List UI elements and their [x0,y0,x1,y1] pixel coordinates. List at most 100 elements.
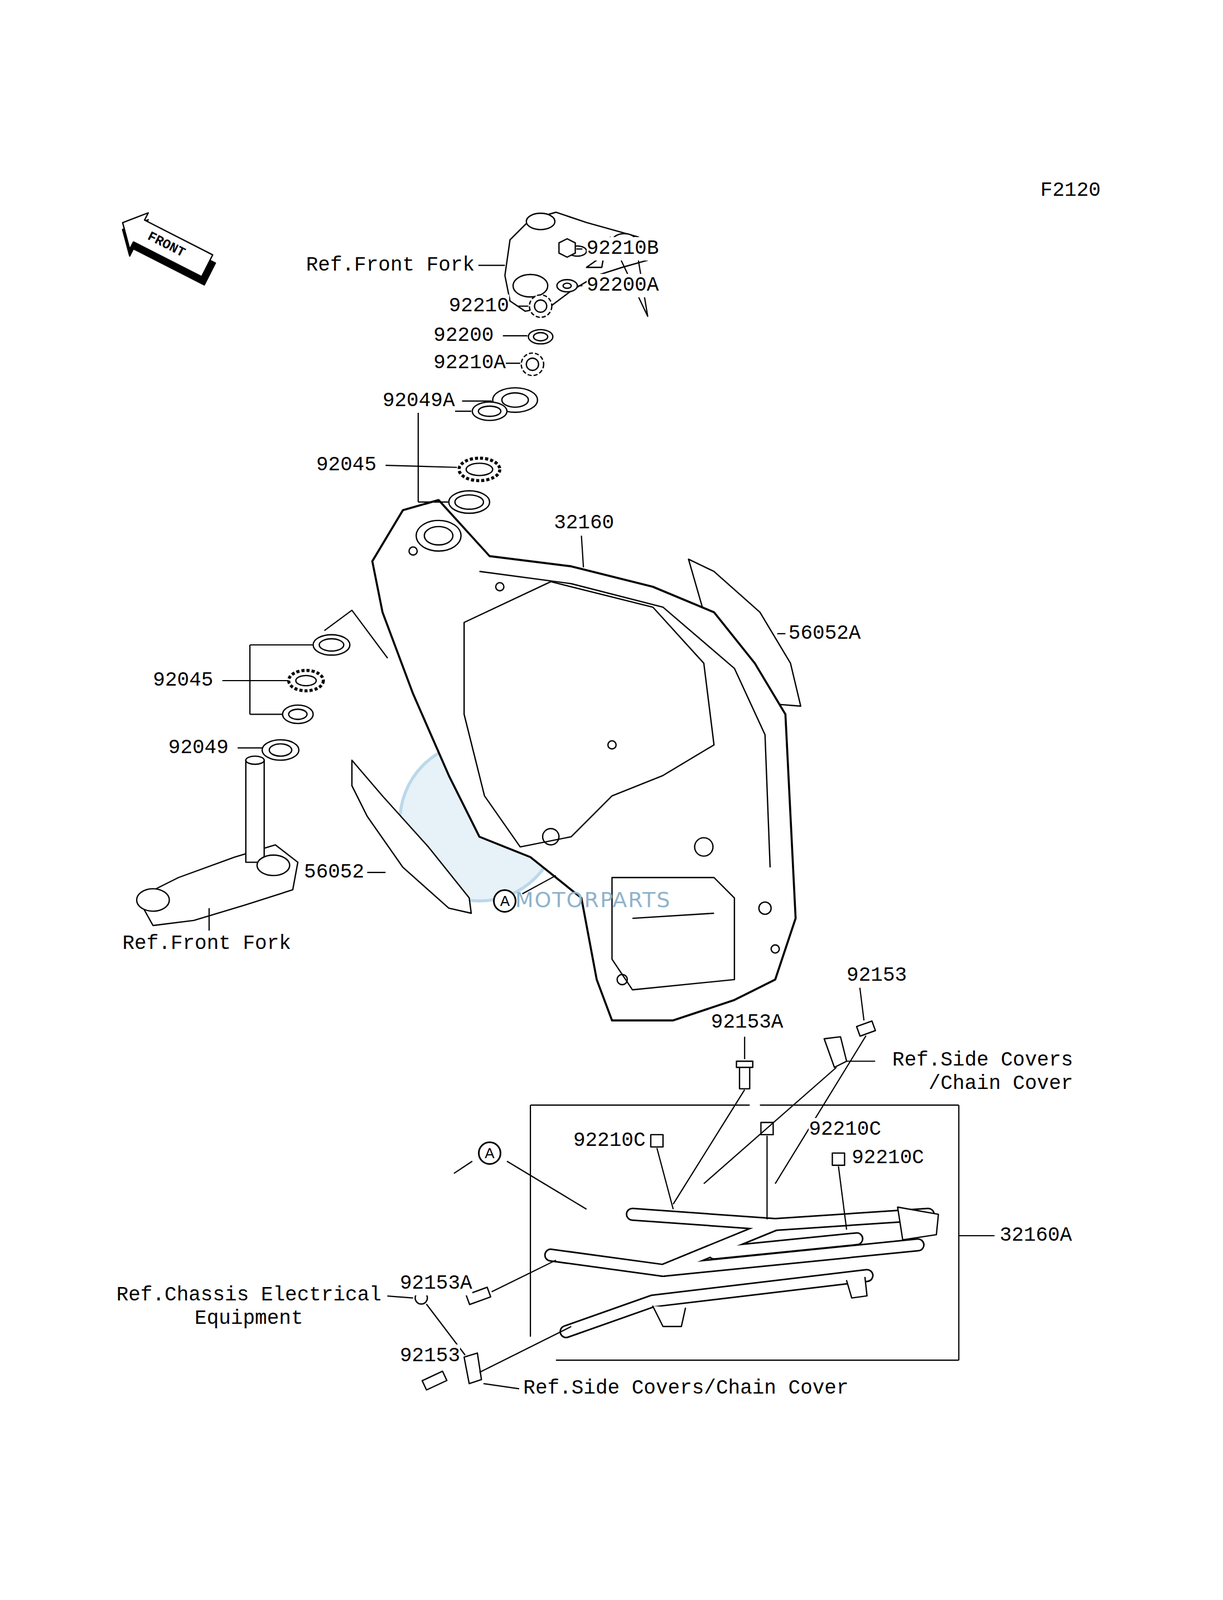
drawing-stroke [713,1238,857,1253]
drawing-stroke [318,638,344,651]
part-number: 92049 [168,736,229,760]
drawing-stroke [632,1214,928,1225]
part-number: 92045 [316,453,377,477]
drawing-stroke [558,238,575,258]
drawing-stroke [262,739,299,761]
drawing-stroke [479,1326,572,1372]
drawing-stroke [424,526,453,545]
drawing-stroke [529,1104,531,1337]
drawing-stroke [824,1036,847,1067]
part-number: 92210 [448,294,510,318]
drawing-stroke [495,582,505,591]
drawing-stroke [478,264,506,266]
part-number: 92210C [573,1128,646,1153]
drawing-stroke [237,747,263,749]
drawing-stroke [526,213,555,230]
drawing-stroke [257,854,290,876]
reference-note: Ref.Side Covers /Chain Cover [880,1048,1073,1096]
drawing-stroke [483,1383,520,1389]
drawing-stroke [453,1160,473,1173]
steering-stem [136,755,298,926]
drawing-stroke [673,1089,745,1204]
drawing-stroke [771,944,780,954]
part-number: 56052 [303,860,365,884]
drawing-stroke [422,1370,447,1390]
drawing-stroke [455,494,484,510]
drawing-stroke [282,704,314,724]
drawing-stroke [503,335,528,337]
drawing-stroke [249,644,313,646]
drawing-stroke [463,1352,482,1384]
reference-note: F2120 [1040,179,1101,203]
reference-note: Ref.Front Fork [306,253,475,278]
drawing-stroke [478,405,501,417]
reference-note: Ref.Chassis Electrical Equipment [110,1283,388,1331]
part-number: 92153A [399,1271,473,1295]
drawing-stroke [838,1166,847,1230]
drawing-stroke [632,912,714,918]
reference-letter: A [500,892,510,909]
reference-circle: A [477,1141,502,1165]
drawing-stroke [777,632,786,635]
drawing-stroke [136,888,170,911]
drawing-stroke [249,713,283,715]
reference-note: Ref.Side Covers/Chain Cover [523,1376,849,1400]
part-number: 92049A [382,389,456,413]
drawing-stroke [650,1134,664,1147]
drawing-stroke [736,1060,753,1067]
drawing-stroke [766,1135,768,1220]
drawing-stroke [385,1295,413,1298]
drawing-stroke [550,1214,929,1332]
drawing-stroke [458,457,500,481]
drawing-stroke [501,392,529,408]
drawing-stroke [479,571,771,867]
drawing-stroke [113,204,217,284]
fasteners [414,1020,876,1390]
drawing-stroke [208,907,210,931]
part-number: 32160A [999,1223,1072,1247]
drawing-stroke [324,610,388,659]
drawing-stroke [557,279,578,292]
part-number: 92153 [846,963,907,988]
drawing-stroke [550,1214,929,1332]
drawing-stroke [542,828,559,845]
drawing-stroke [739,1065,750,1089]
drawing-stroke [137,844,298,925]
drawing-stroke [533,332,549,341]
watermark: MOTORPARTS [515,887,672,912]
drawing-stroke [506,1160,587,1209]
part-number: 92210A [433,351,506,375]
part-number: 92045 [152,668,214,693]
drawing-stroke [372,499,796,1021]
drawing-stroke [632,1214,928,1225]
drawing-stroke [743,1036,746,1059]
drawing-stroke [245,760,265,863]
drawing-stroke [269,743,292,756]
sub-frame [550,1206,939,1332]
drawing-stroke [617,974,628,985]
drawing-stroke [760,1104,960,1106]
drawing-stroke [385,465,457,468]
drawing-stroke [249,644,251,714]
part-number: 92153 [399,1344,461,1368]
direction-label: FRONT [144,229,188,261]
drawing-stroke [846,1277,868,1298]
drawing-stroke [513,274,548,297]
part-number: 92210B [586,237,660,261]
drawing-stroke [566,1274,868,1332]
drawing-stroke [521,353,544,376]
drawing-stroke [897,1206,939,1240]
drawing-stroke [313,634,351,656]
drawing-stroke [295,675,317,686]
drawing-stroke [416,520,461,551]
drawing-stroke [526,358,539,371]
drawing-stroke [466,462,493,476]
drawing-stroke [472,402,507,421]
drawing-stroke [448,490,490,514]
drawing-stroke [222,679,289,681]
drawing-stroke [653,1305,686,1327]
drawing-stroke [563,283,572,289]
drawing-stroke [566,1274,868,1332]
main-frame [372,499,796,1021]
